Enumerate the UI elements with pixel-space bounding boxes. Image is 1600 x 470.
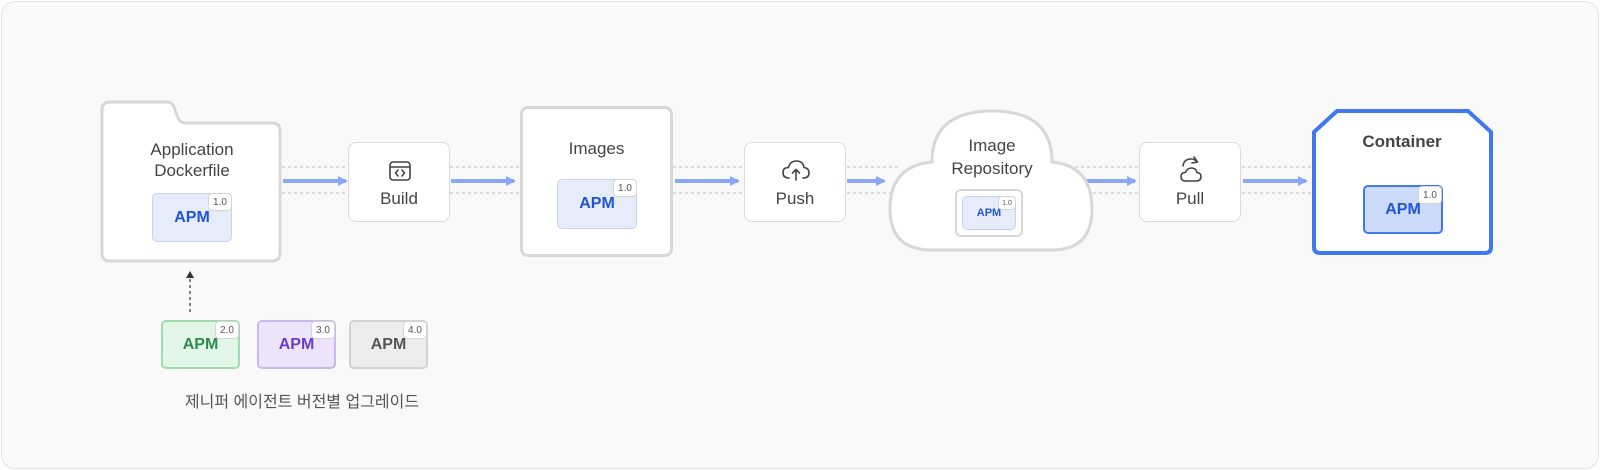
- images-apm-badge: APM 1.0: [557, 179, 637, 229]
- build-step: Build: [348, 142, 450, 222]
- pull-step: Pull: [1139, 142, 1241, 222]
- push-label: Push: [775, 189, 815, 208]
- upgrade-badge-4: APM 4.0: [349, 320, 428, 369]
- upgrade-badge-3: APM 3.0: [257, 320, 336, 369]
- images-version-tag: 1.0: [613, 179, 637, 197]
- upgrade-badge-2-version: 2.0: [215, 321, 239, 339]
- upgrade-badge-3-text: APM: [278, 335, 315, 353]
- cloud-shape: [888, 109, 1094, 252]
- folder-shape: [100, 100, 282, 263]
- container-shape: [1312, 109, 1493, 255]
- push-step: Push: [744, 142, 846, 222]
- images-label: Images: [568, 139, 625, 158]
- source-apm-text: APM: [174, 208, 210, 226]
- upgrade-caption: 제니퍼 에이전트 버전별 업그레이드: [184, 394, 420, 411]
- source-apm-badge: APM 1.0: [152, 193, 232, 242]
- source-version-tag: 1.0: [208, 193, 232, 211]
- images-box: Images APM 1.0: [520, 106, 673, 257]
- pull-label: Pull: [1175, 189, 1205, 208]
- dotted-guides: [282, 166, 1314, 194]
- container-version-tag: 1.0: [1418, 186, 1442, 204]
- repository-apm-text: APM: [976, 207, 1002, 219]
- repository-label-line1: Image: [968, 136, 1016, 155]
- repository-apm-frame: APM 1.0: [955, 189, 1023, 237]
- upgrade-badge-3-version: 3.0: [311, 321, 335, 339]
- upgrade-badge-2-text: APM: [182, 335, 219, 353]
- repository-label: Image Repository: [922, 134, 1062, 180]
- cloud-upload-icon: [782, 160, 810, 181]
- upgrade-badge-4-text: APM: [370, 335, 407, 353]
- build-label: Build: [380, 189, 418, 208]
- container-apm-badge: APM 1.0: [1363, 185, 1443, 234]
- code-window-icon: [389, 161, 411, 181]
- images-apm-text: APM: [579, 195, 615, 212]
- container-label: Container: [1362, 132, 1442, 151]
- source-label-line1: Application: [150, 140, 234, 159]
- repository-version-tag: 1.0: [998, 196, 1016, 210]
- container-apm-text: APM: [1385, 200, 1421, 218]
- source-label-line2: Dockerfile: [154, 161, 230, 180]
- upgrade-badge-4-version: 4.0: [403, 321, 427, 339]
- upgrade-badge-2: APM 2.0: [161, 320, 240, 369]
- source-label: Application Dockerfile: [107, 139, 277, 181]
- repository-label-line2: Repository: [951, 159, 1033, 178]
- repository-apm-badge: APM 1.0: [962, 196, 1016, 230]
- cloud-download-icon: [1180, 156, 1202, 182]
